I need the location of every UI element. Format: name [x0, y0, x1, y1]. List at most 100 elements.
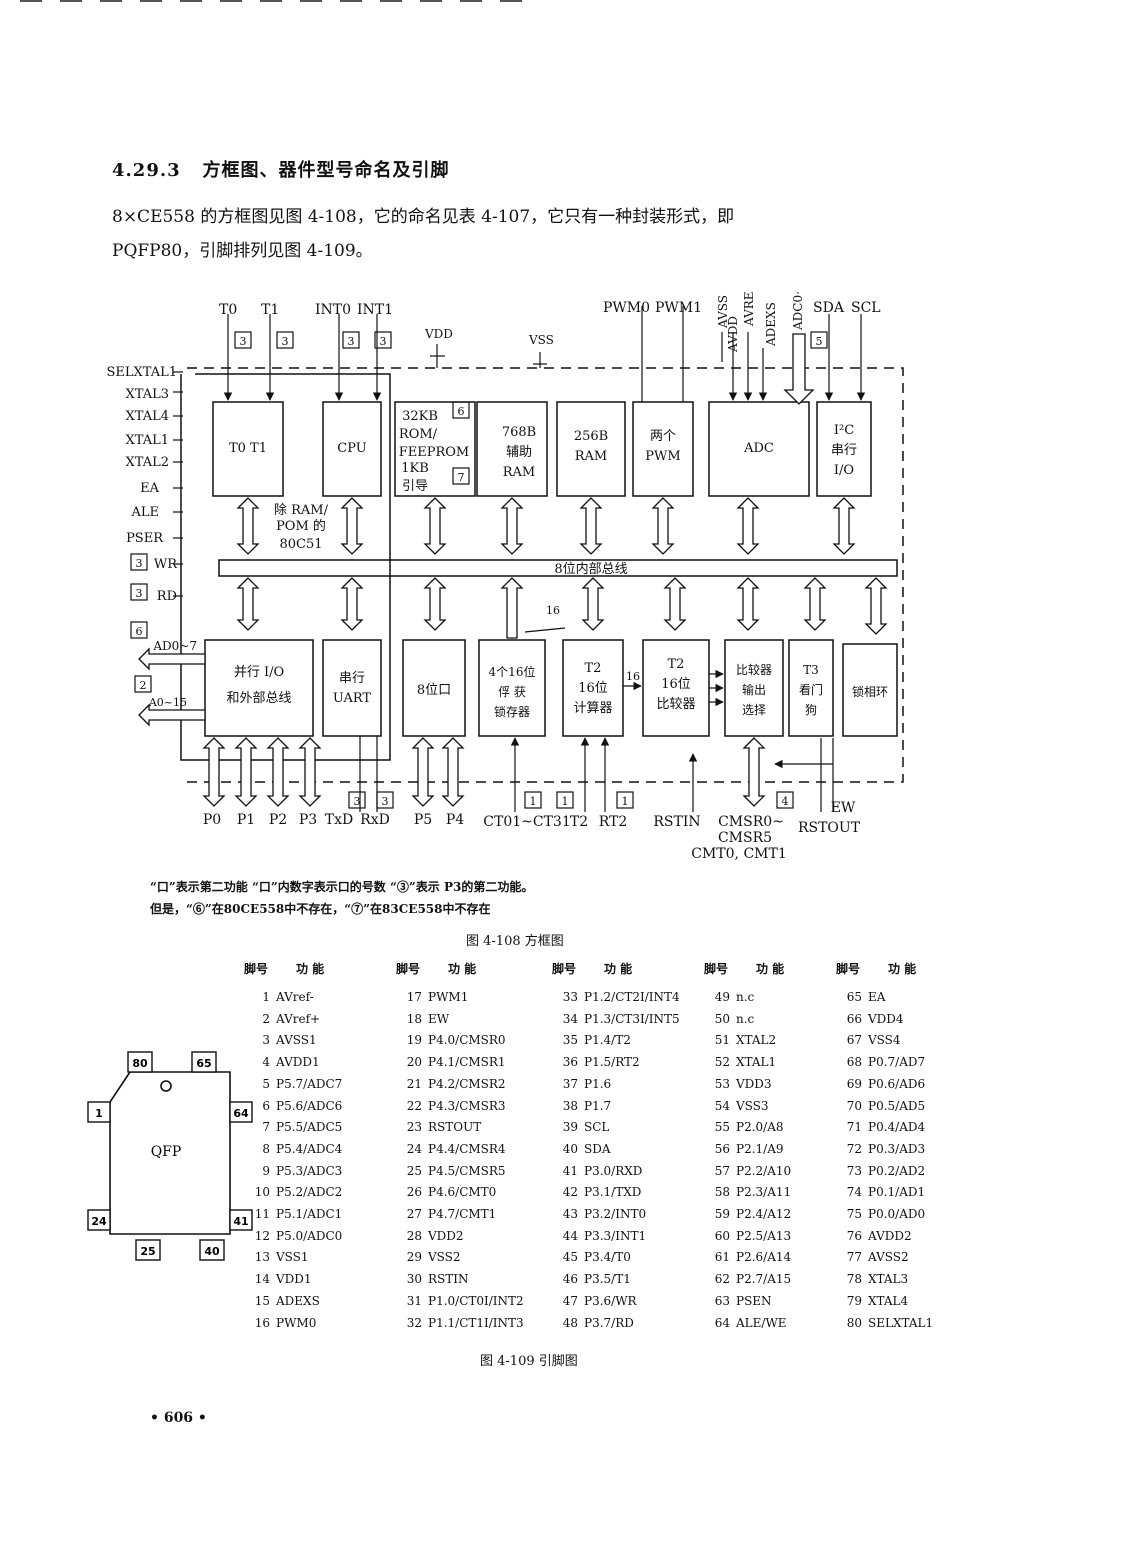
section-title: 方框图、器件型号命名及引脚 — [202, 160, 450, 181]
pin-function: P0.2/AD2 — [868, 1163, 926, 1178]
cpu-block — [322, 401, 382, 497]
pin-number: 73 — [846, 1163, 862, 1178]
pin-number: 30 — [406, 1272, 422, 1287]
pkg-pin-24: 24 — [91, 1215, 107, 1228]
sq-num: 3 — [380, 335, 387, 348]
pkg-pin-41: 41 — [233, 1215, 248, 1228]
pin-function: VSS2 — [428, 1250, 461, 1265]
pin-function: P1.6 — [584, 1076, 612, 1091]
box-i2c-2: 串行 — [831, 443, 857, 458]
link-16-b: 16 — [626, 670, 640, 683]
box-t2cnt-1: T2 — [585, 661, 602, 676]
pin-function: P2.0/A8 — [736, 1120, 784, 1135]
pin-number: 40 — [562, 1141, 578, 1156]
pin-header-number: 脚号 — [704, 962, 729, 976]
pin-number: 55 — [714, 1120, 730, 1135]
pin-number: 68 — [846, 1055, 862, 1070]
parallel-io-block — [204, 639, 314, 737]
box-pio-2: 和外部总线 — [226, 691, 291, 706]
pin-number: 79 — [846, 1293, 862, 1308]
pkg-pin-1: 1 — [95, 1107, 103, 1120]
pin-function: RSTOUT — [428, 1120, 482, 1135]
pin-function: AVSS2 — [868, 1250, 909, 1265]
scan-mark — [340, 0, 362, 2]
pin-function: P3.6/WR — [584, 1293, 637, 1308]
scan-mark — [140, 0, 162, 2]
pin-function: SELXTAL1 — [868, 1315, 934, 1330]
pin-number: 47 — [562, 1293, 578, 1308]
scan-mark — [60, 0, 82, 2]
label-p1: P1 — [237, 812, 255, 828]
pin-number: 8 — [262, 1141, 270, 1156]
pin-row: 23 RSTOUT — [396, 1120, 482, 1135]
label-xtal2: XTAL2 — [125, 455, 169, 470]
scan-mark — [420, 0, 442, 2]
box-t2cnt-2: 16位 — [578, 681, 608, 696]
box-t0t1: T0 T1 — [229, 441, 267, 456]
pin-number: 1 — [262, 990, 270, 1004]
label-xtal4: XTAL4 — [125, 409, 169, 424]
pin-number: 31 — [406, 1293, 422, 1308]
pin-number: 50 — [714, 1011, 730, 1026]
pin-row: 47 P3.6/WR — [552, 1294, 637, 1308]
pin-function: P2.6/A14 — [736, 1250, 792, 1265]
pin-function: P0.1/AD1 — [868, 1185, 926, 1200]
pin-number: 80 — [846, 1315, 862, 1330]
link-16-a: 16 — [546, 604, 560, 617]
label-pser: PSER — [126, 531, 164, 546]
pin-function: PWM1 — [428, 990, 469, 1004]
label-t0: T0 — [219, 302, 237, 318]
pin-header-number: 脚号 — [836, 962, 861, 976]
pin-function: AVDD1 — [276, 1055, 320, 1070]
scan-mark — [100, 0, 122, 2]
pin-number: 60 — [714, 1228, 730, 1243]
label-p3: P3 — [299, 812, 317, 828]
pin-number: 43 — [562, 1207, 578, 1221]
pin-row: 73 P0.2/AD2 — [836, 1164, 925, 1178]
pin-number: 26 — [406, 1185, 422, 1200]
pin-function: P4.5/CMSR5 — [428, 1163, 506, 1178]
figure-caption-109: 图 4-109 引脚图 — [480, 1354, 578, 1369]
scan-mark — [500, 0, 522, 2]
label-scl: SCL — [851, 300, 881, 316]
pin-function: VDD1 — [276, 1272, 312, 1287]
pin-number: 25 — [406, 1163, 422, 1178]
pin-number: 39 — [562, 1120, 578, 1135]
pin-header-function: 功 能 — [448, 962, 477, 976]
label-rstout: RSTOUT — [798, 820, 861, 836]
pin-number: 23 — [406, 1120, 422, 1135]
pkg-pin-64: 64 — [233, 1107, 249, 1120]
paragraph-line-2: PQFP80，引脚排列见图 4-109。 — [112, 241, 373, 261]
pin-function: P4.1/CMSR1 — [428, 1055, 506, 1070]
pin-function: n.c — [736, 1011, 755, 1026]
pin-function: P3.7/RD — [584, 1315, 634, 1330]
pkg-pin-65: 65 — [196, 1057, 211, 1070]
label-rt2: RT2 — [599, 814, 628, 830]
pin-number: 51 — [714, 1033, 730, 1048]
pin-number: 32 — [406, 1315, 422, 1330]
ram-256-block — [556, 401, 626, 497]
pin-header-function: 功 能 — [888, 962, 917, 976]
pin-function: P2.4/A12 — [736, 1207, 792, 1221]
pin-number: 77 — [846, 1250, 862, 1265]
pin-number: 70 — [846, 1098, 862, 1113]
